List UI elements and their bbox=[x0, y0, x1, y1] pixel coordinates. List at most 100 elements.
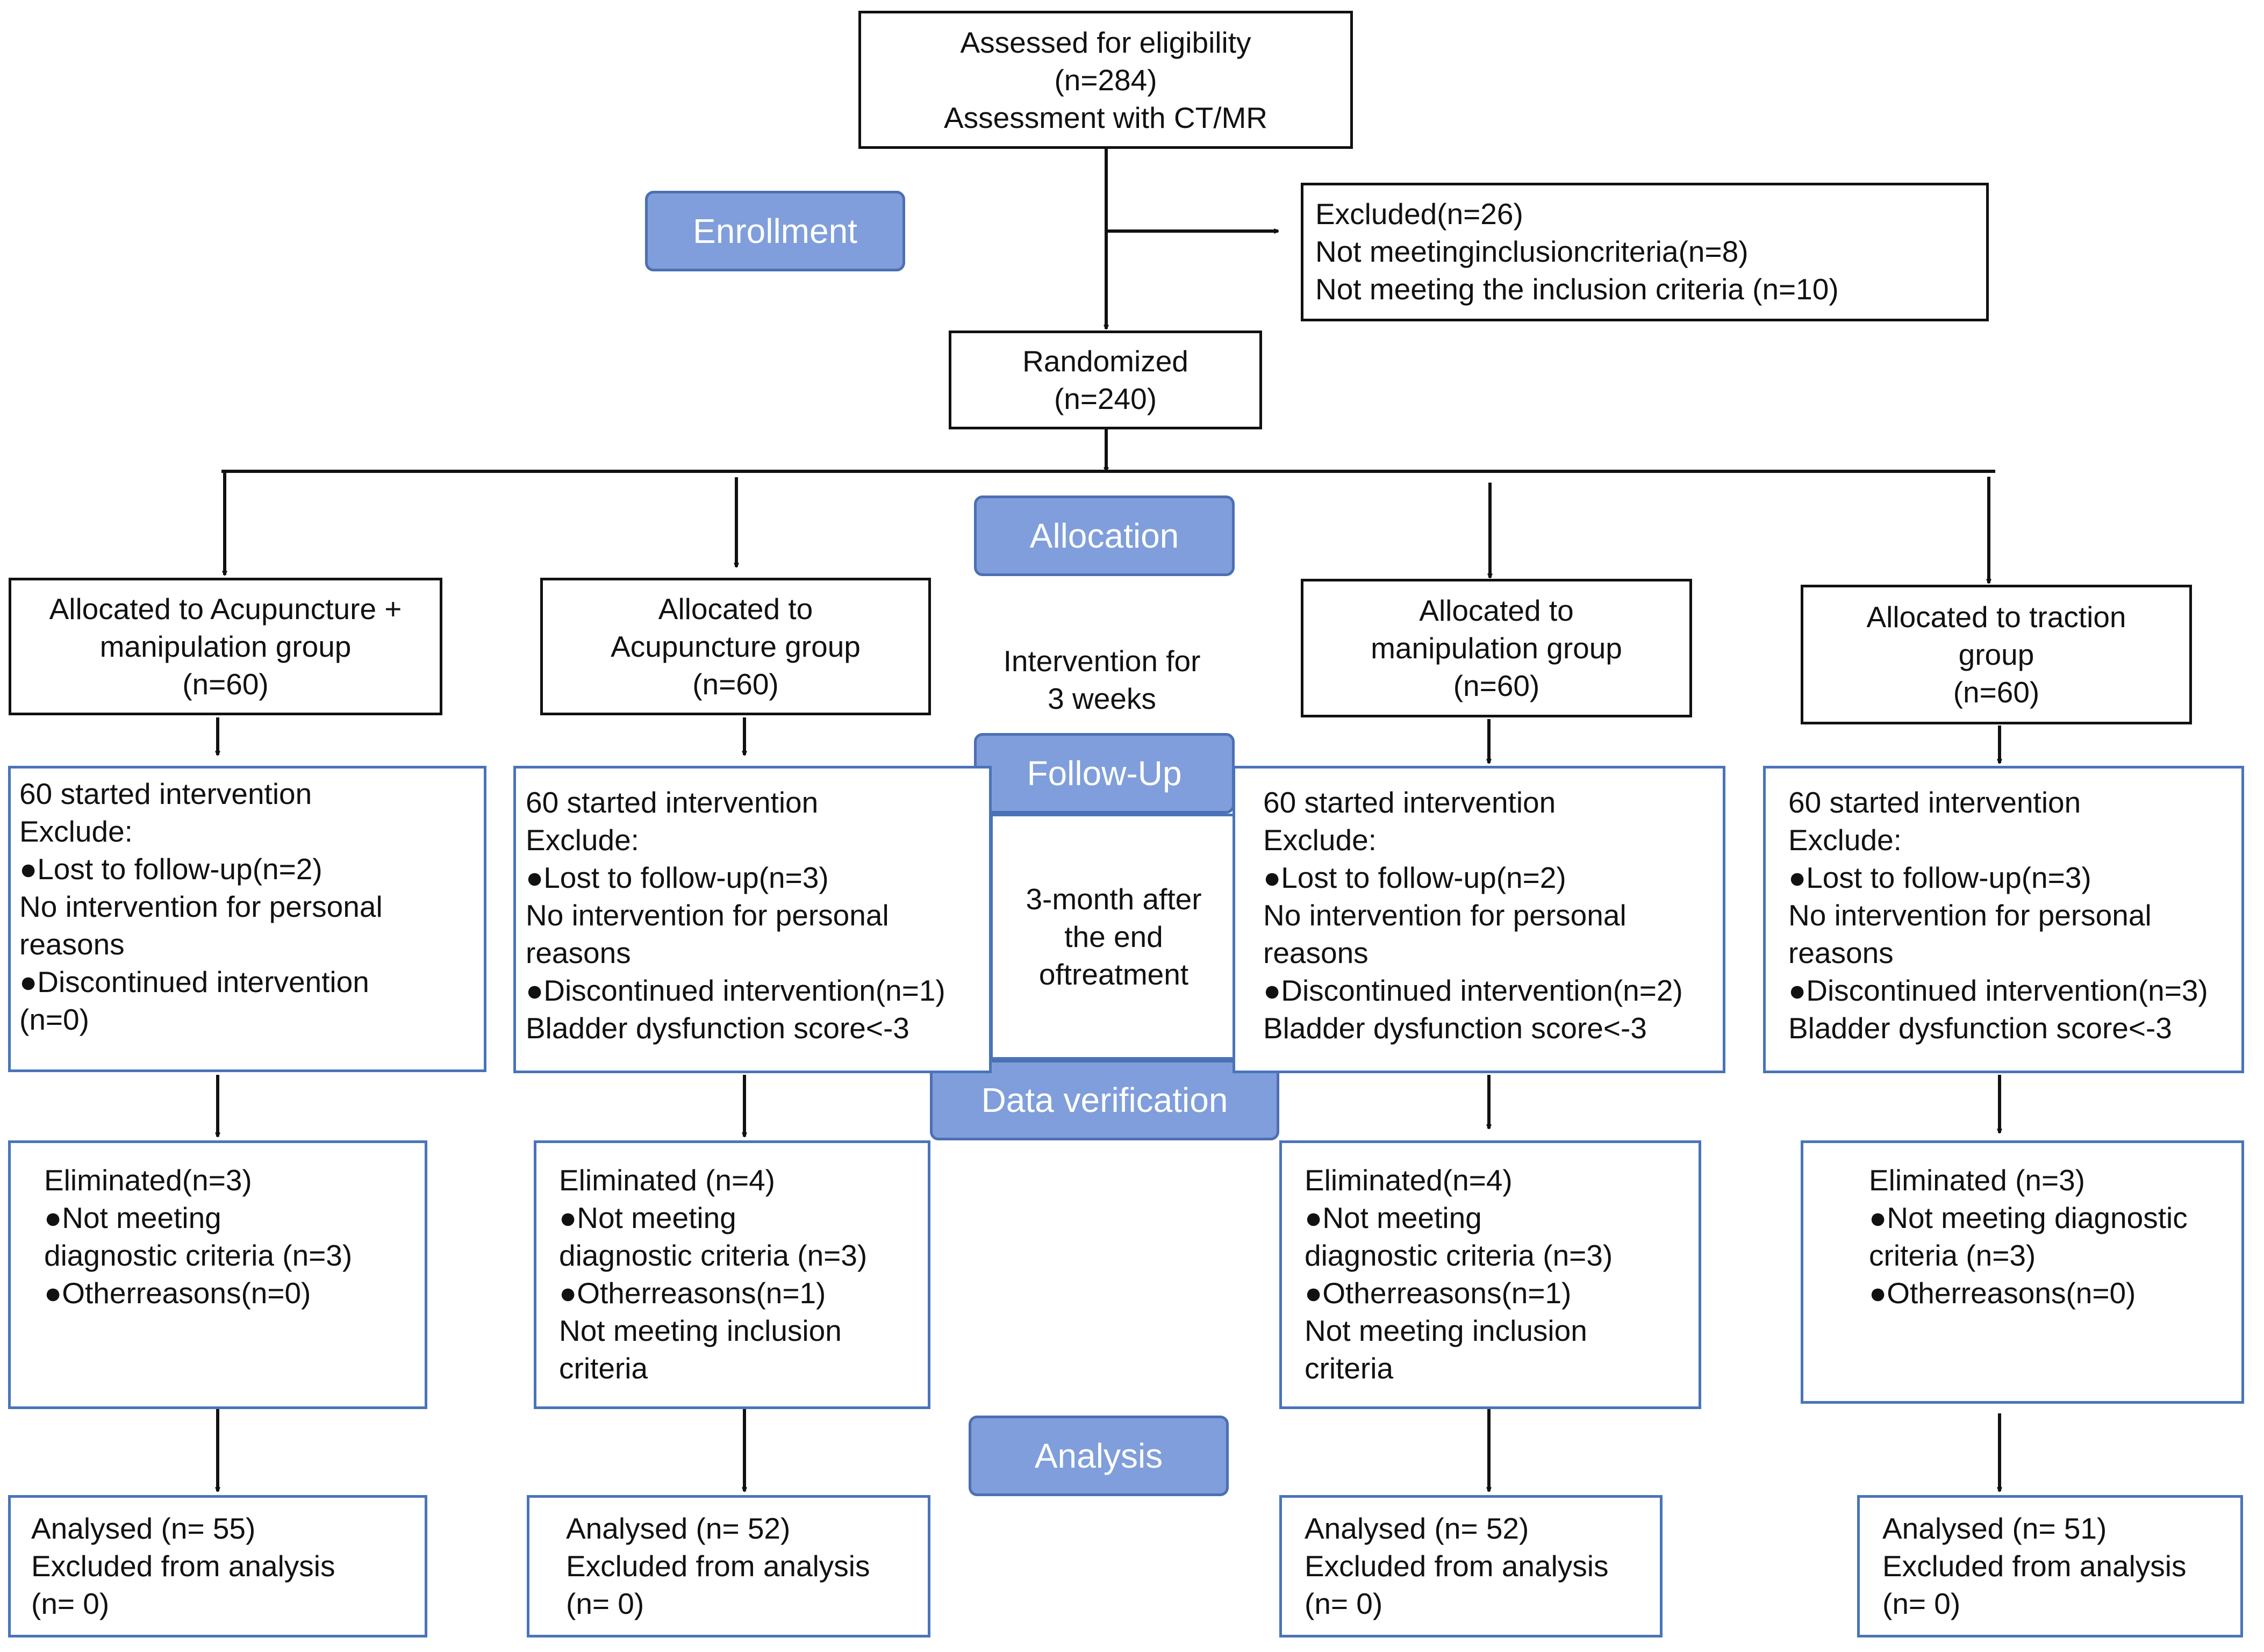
analysed-line: Analysed (n= 52) bbox=[1305, 1512, 1529, 1545]
followup-line: Bladder dysfunction score<-3 bbox=[1263, 1011, 1647, 1045]
analysed-box-manipulation: Analysed (n= 52) Excluded from analysis … bbox=[1279, 1495, 1663, 1637]
followup-line: No intervention for personal bbox=[526, 899, 889, 932]
stage-data-verification: Data verification bbox=[930, 1060, 1279, 1140]
eliminated-line: Eliminated (n=3) bbox=[1869, 1163, 2085, 1197]
allocated-line: Allocated to bbox=[1419, 594, 1574, 627]
intervention-note-line: Intervention for bbox=[1003, 644, 1201, 678]
eliminated-line: Not meeting inclusion bbox=[559, 1314, 842, 1347]
analysed-box-traction: Analysed (n= 51) Excluded from analysis … bbox=[1857, 1495, 2243, 1637]
allocated-line: (n=60) bbox=[1453, 669, 1540, 702]
followup-line: Bladder dysfunction score<-3 bbox=[526, 1011, 909, 1045]
followup-line: 60 started intervention bbox=[19, 777, 312, 810]
analysed-line: (n= 0) bbox=[1305, 1587, 1383, 1620]
randomized-box: Randomized (n=240) bbox=[949, 331, 1262, 429]
randomized-line: (n=240) bbox=[1054, 382, 1157, 415]
followup-box-acupuncture: 60 started intervention Exclude: ●Lost t… bbox=[513, 766, 992, 1073]
excluded-line: Not meetinginclusioncriteria(n=8) bbox=[1315, 235, 1749, 268]
allocated-line: Allocated to Acupuncture + bbox=[49, 592, 402, 626]
eliminated-line: ●Not meeting bbox=[1305, 1201, 1482, 1234]
assessed-line: Assessment with CT/MR bbox=[943, 100, 1268, 134]
eliminated-line: diagnostic criteria (n=3) bbox=[559, 1239, 868, 1272]
analysed-line: (n= 0) bbox=[566, 1587, 644, 1620]
eliminated-line: ●Otherreasons(n=0) bbox=[44, 1276, 311, 1310]
allocated-box-traction: Allocated to traction group (n=60) bbox=[1801, 585, 2192, 724]
followup-line: ●Lost to follow-up(n=2) bbox=[1263, 861, 1566, 894]
eliminated-line: criteria (n=3) bbox=[1869, 1239, 2036, 1272]
excluded-line: Not meeting the inclusion criteria (n=10… bbox=[1315, 272, 1839, 306]
followup-line: Exclude: bbox=[526, 823, 639, 857]
followup-line: ●Lost to follow-up(n=2) bbox=[19, 852, 323, 886]
allocated-line: manipulation group bbox=[99, 630, 352, 663]
stage-allocation: Allocation bbox=[974, 495, 1235, 576]
followup-line: (n=0) bbox=[19, 1003, 89, 1036]
eliminated-box-acupuncture: Eliminated (n=4) ●Not meeting diagnostic… bbox=[534, 1140, 930, 1409]
eliminated-line: criteria bbox=[1305, 1352, 1394, 1385]
analysed-box-acupuncture: Analysed (n= 52) Excluded from analysis … bbox=[527, 1495, 930, 1637]
followup-line: 60 started intervention bbox=[526, 786, 819, 819]
followup-line: ●Lost to follow-up(n=3) bbox=[526, 861, 829, 894]
eliminated-box-traction: Eliminated (n=3) ●Not meeting diagnostic… bbox=[1801, 1140, 2244, 1404]
followup-line: Exclude: bbox=[1263, 823, 1377, 857]
allocated-box-acupuncture: Allocated to Acupuncture group (n=60) bbox=[540, 578, 931, 715]
eliminated-box-manipulation: Eliminated(n=4) ●Not meeting diagnostic … bbox=[1279, 1140, 1701, 1409]
allocated-box-manipulation: Allocated to manipulation group (n=60) bbox=[1301, 579, 1692, 717]
analysed-line: Excluded from analysis bbox=[1882, 1549, 2187, 1583]
excluded-box: Excluded(n=26) Not meetinginclusioncrite… bbox=[1301, 183, 1989, 321]
followup-note-line: 3-month after bbox=[1026, 882, 1202, 916]
assessed-line: Assessed for eligibility bbox=[960, 25, 1251, 59]
followup-line: No intervention for personal bbox=[1263, 899, 1627, 932]
analysed-line: Excluded from analysis bbox=[31, 1549, 335, 1583]
allocated-line: Allocated to traction bbox=[1866, 600, 2126, 634]
allocated-box-acupuncture-manipulation: Allocated to Acupuncture + manipulation … bbox=[9, 578, 442, 715]
followup-line: ●Lost to follow-up(n=3) bbox=[1788, 861, 2091, 894]
followup-line: reasons bbox=[1263, 936, 1369, 969]
followup-line: 60 started intervention bbox=[1263, 786, 1556, 819]
eliminated-line: Eliminated(n=4) bbox=[1305, 1163, 1513, 1197]
followup-line: ●Discontinued intervention(n=1) bbox=[526, 974, 945, 1007]
analysed-line: Excluded from analysis bbox=[1305, 1549, 1609, 1583]
analysed-line: Analysed (n= 52) bbox=[566, 1512, 791, 1545]
followup-note-box: 3-month after the end oftreatment bbox=[990, 814, 1237, 1060]
followup-line: reasons bbox=[19, 928, 125, 961]
allocated-line: (n=60) bbox=[1953, 676, 2040, 709]
analysed-line: Excluded from analysis bbox=[566, 1549, 870, 1583]
followup-line: reasons bbox=[1788, 936, 1894, 969]
followup-line: Exclude: bbox=[1788, 823, 1902, 857]
followup-line: No intervention for personal bbox=[19, 890, 383, 923]
analysed-line: (n= 0) bbox=[1882, 1587, 1961, 1620]
followup-line: reasons bbox=[526, 936, 631, 969]
followup-box-manipulation: 60 started intervention Exclude: ●Lost t… bbox=[1233, 766, 1725, 1073]
stage-enrollment: Enrollment bbox=[645, 191, 905, 271]
analysed-line: (n= 0) bbox=[31, 1587, 110, 1620]
stage-follow-up: Follow-Up bbox=[974, 733, 1235, 814]
followup-box-acupuncture-manipulation: 60 started intervention Exclude: ●Lost t… bbox=[8, 766, 486, 1072]
eliminated-line: ●Otherreasons(n=0) bbox=[1869, 1276, 2136, 1310]
intervention-note-line: 3 weeks bbox=[1048, 682, 1156, 715]
eliminated-line: ●Otherreasons(n=1) bbox=[1305, 1276, 1572, 1310]
followup-line: 60 started intervention bbox=[1788, 786, 2081, 819]
followup-line: Exclude: bbox=[19, 815, 133, 848]
analysed-line: Analysed (n= 51) bbox=[1882, 1512, 2107, 1545]
followup-box-traction: 60 started intervention Exclude: ●Lost t… bbox=[1763, 766, 2244, 1073]
followup-line: ●Discontinued intervention(n=2) bbox=[1263, 974, 1683, 1007]
allocated-line: Allocated to bbox=[658, 592, 813, 626]
allocated-line: group bbox=[1958, 638, 2034, 671]
followup-line: ●Discontinued intervention bbox=[19, 965, 369, 999]
followup-line: ●Discontinued intervention(n=3) bbox=[1788, 974, 2208, 1007]
allocated-line: (n=60) bbox=[182, 667, 269, 701]
followup-line: No intervention for personal bbox=[1788, 899, 2152, 932]
assessed-box: Assessed for eligibility (n=284) Assessm… bbox=[858, 11, 1353, 149]
allocated-line: (n=60) bbox=[692, 667, 779, 701]
analysed-line: Analysed (n= 55) bbox=[31, 1512, 256, 1545]
eliminated-line: ●Otherreasons(n=1) bbox=[559, 1276, 826, 1310]
eliminated-line: criteria bbox=[559, 1352, 648, 1385]
allocated-line: Acupuncture group bbox=[611, 630, 861, 663]
eliminated-line: diagnostic criteria (n=3) bbox=[44, 1239, 353, 1272]
stage-analysis: Analysis bbox=[969, 1416, 1229, 1496]
excluded-line: Excluded(n=26) bbox=[1315, 197, 1523, 231]
eliminated-line: Eliminated(n=3) bbox=[44, 1163, 252, 1197]
followup-line: Bladder dysfunction score<-3 bbox=[1788, 1011, 2172, 1045]
eliminated-line: Eliminated (n=4) bbox=[559, 1163, 775, 1197]
eliminated-line: ●Not meeting diagnostic bbox=[1869, 1201, 2188, 1234]
